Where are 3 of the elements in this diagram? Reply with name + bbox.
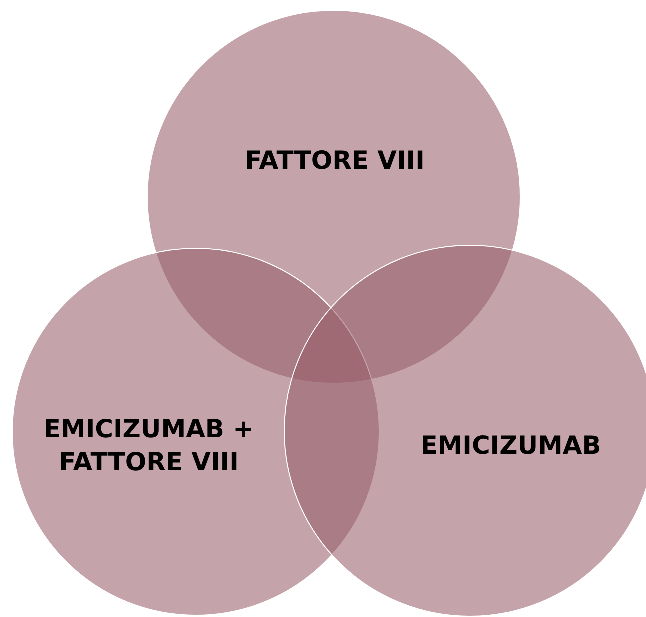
circle-label: EMICIZUMAB [420, 430, 602, 462]
circle-label: EMICIZUMAB + FATTORE VIII [42, 414, 256, 478]
circle-label: FATTORE VIII [244, 144, 426, 177]
